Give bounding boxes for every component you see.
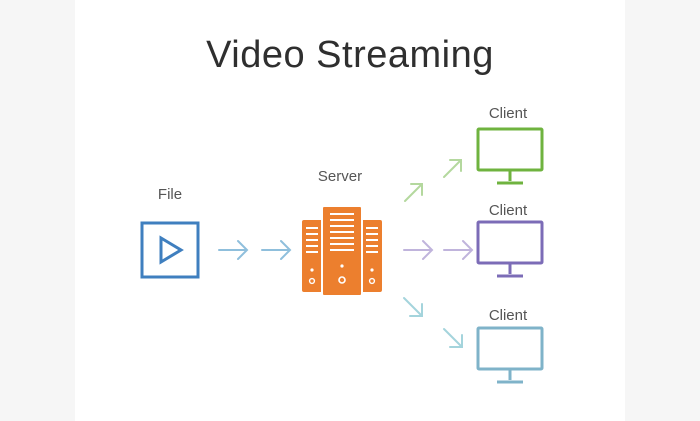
arrow-icon <box>443 328 463 348</box>
monitor-middle-screen <box>476 220 544 265</box>
monitor-icon <box>476 220 544 278</box>
server-led-left <box>310 268 314 272</box>
arrow-top-2 <box>443 159 462 178</box>
client-label-top: Client <box>488 105 528 122</box>
diagram-title: Video Streaming <box>206 34 494 76</box>
arrow-file-2 <box>261 240 292 260</box>
server-led-right-2 <box>368 277 376 285</box>
play-triangle <box>159 235 184 265</box>
arrow-icon <box>261 240 292 260</box>
arrow-icon <box>404 183 423 202</box>
arrow-icon <box>218 240 249 260</box>
server-slots-right <box>366 227 378 253</box>
arrow-icon <box>443 240 474 260</box>
monitor-top-screen <box>476 127 544 172</box>
server-unit-left <box>302 220 323 292</box>
server-led-center-top <box>340 264 344 268</box>
arrow-bottom-1 <box>403 297 423 317</box>
monitor-top-stand <box>497 170 523 185</box>
monitor-bottom-screen <box>476 326 544 371</box>
arrow-top-1 <box>404 183 423 202</box>
server-led-center-bottom <box>338 276 346 284</box>
server-slots-left <box>306 227 318 253</box>
server-label: Server <box>317 168 363 185</box>
play-icon <box>140 221 200 279</box>
arrow-icon <box>403 297 423 317</box>
server-slots-center <box>330 213 354 251</box>
client-label-bottom: Client <box>488 307 528 324</box>
server-unit-right <box>361 220 382 292</box>
monitor-middle-stand <box>497 263 523 278</box>
server-icon <box>302 205 382 297</box>
server-led-left-2 <box>308 277 316 285</box>
monitor-bottom-stand <box>497 369 523 384</box>
arrow-icon <box>443 159 462 178</box>
arrow-bottom-2 <box>443 328 463 348</box>
file-label: File <box>157 186 183 203</box>
file-frame <box>140 221 200 279</box>
server-led-right <box>370 268 374 272</box>
client-label-middle: Client <box>488 202 528 219</box>
arrow-middle-1 <box>403 240 434 260</box>
arrow-middle-2 <box>443 240 474 260</box>
arrow-icon <box>403 240 434 260</box>
arrow-file-1 <box>218 240 249 260</box>
monitor-icon <box>476 326 544 384</box>
monitor-icon <box>476 127 544 185</box>
